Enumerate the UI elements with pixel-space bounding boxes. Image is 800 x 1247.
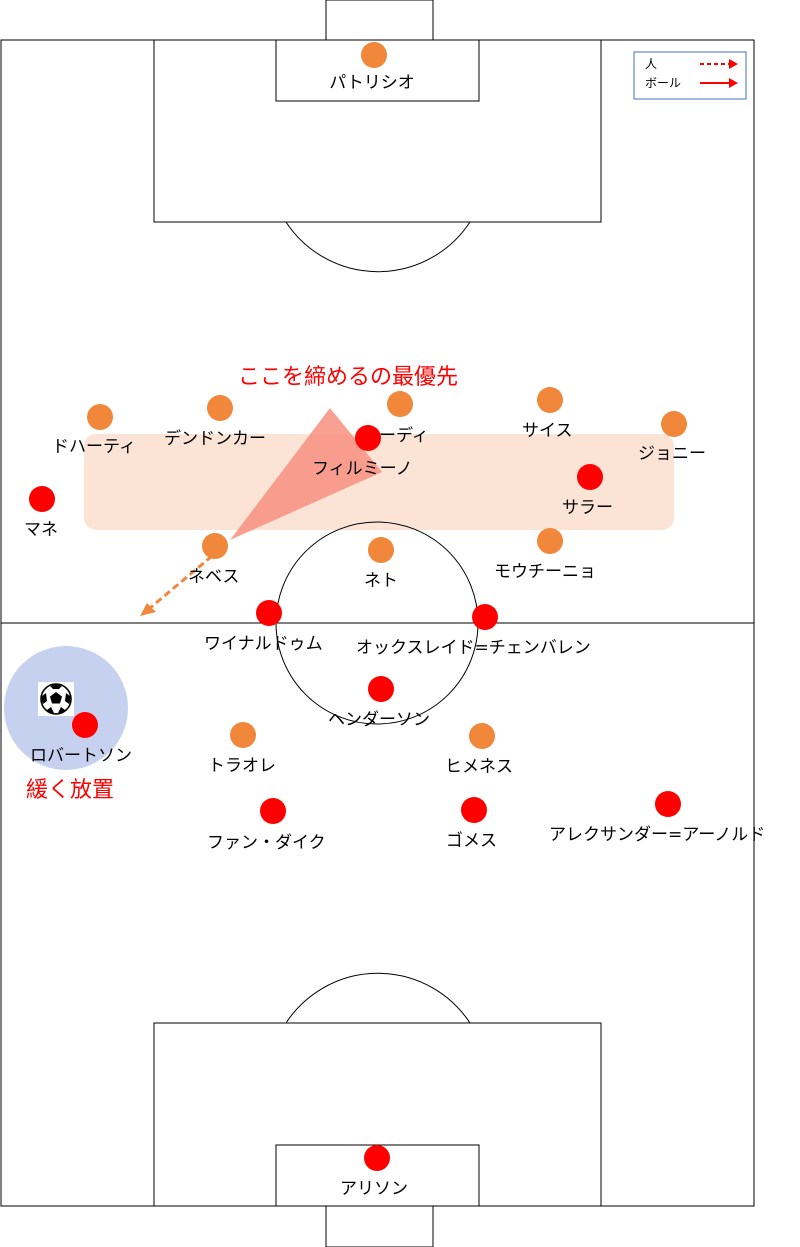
player-marker-moutinho <box>537 528 563 554</box>
player-marker-alisson <box>364 1145 390 1171</box>
note-annotation: 緩く放置 <box>26 778 114 803</box>
legend-person-arrowhead <box>729 59 738 69</box>
legend-box <box>633 51 747 100</box>
movement-arrow-head <box>140 603 156 616</box>
bottom-goal <box>325 1205 434 1247</box>
headline-annotation: ここを締めるの最優先 <box>238 365 458 390</box>
player-marker-robertson <box>72 712 98 738</box>
player-label-patricio: パトリシオ <box>329 73 415 93</box>
player-label-mane: マネ <box>24 520 58 540</box>
player-marker-traore <box>230 722 256 748</box>
player-label-jimenez: ヒメネス <box>445 757 513 777</box>
player-marker-gomez <box>461 797 487 823</box>
player-label-vandijk: ファン・ダイク <box>207 833 326 853</box>
bottom-penalty-arc <box>285 972 471 1024</box>
player-marker-mane <box>29 486 55 512</box>
player-label-moutinho: モウチーニョ <box>494 562 596 582</box>
soccer-ball-left-patch <box>41 693 47 704</box>
legend-ball-label: ボール <box>645 76 681 90</box>
player-label-firmino: フィルミーノ <box>312 459 413 479</box>
pressing-cone <box>230 408 382 540</box>
player-marker-vandijk <box>260 798 286 824</box>
highlight-zone <box>84 434 674 530</box>
player-marker-wijnaldum <box>256 600 282 626</box>
player-label-doherty: ドハーティ <box>52 437 136 457</box>
player-marker-coady <box>387 391 413 417</box>
player-label-alexander: アレクサンダー=アーノルド <box>549 825 765 845</box>
player-marker-oxlade <box>472 604 498 630</box>
legend-person-label: 人 <box>645 57 657 71</box>
soccer-ball-center-patch <box>50 692 62 704</box>
players-layer: パトリシオドハーティデンドンカーコーディサイスジョニーネベスネトモウチーニョトラ… <box>24 42 765 1199</box>
player-marker-henderson <box>368 676 394 702</box>
player-label-alisson: アリソン <box>340 1179 408 1199</box>
player-marker-neto <box>368 537 394 563</box>
player-marker-firmino <box>355 425 381 451</box>
player-markers <box>29 42 687 1171</box>
player-label-robertson: ロバートソン <box>30 746 132 766</box>
player-label-salah: サラー <box>562 498 613 518</box>
player-label-dendoncker: デンドンカー <box>164 428 266 449</box>
movement-arrow-line <box>149 554 213 610</box>
player-label-wijnaldum: ワイナルドゥム <box>204 634 323 654</box>
player-marker-salah <box>577 464 603 490</box>
player-label-saiss: サイス <box>522 421 573 441</box>
movement-arrow <box>140 554 213 616</box>
player-marker-neves <box>202 533 228 559</box>
legend-ball-arrowhead <box>729 78 738 88</box>
top-goal <box>325 0 434 41</box>
top-penalty-arc <box>285 221 471 273</box>
player-marker-alexander <box>655 791 681 817</box>
player-label-jonny: ジョニー <box>638 444 706 464</box>
player-labels: パトリシオドハーティデンドンカーコーディサイスジョニーネベスネトモウチーニョトラ… <box>24 73 765 1199</box>
player-marker-doherty <box>87 404 113 430</box>
soccer-ball-bottom-left-patch <box>47 707 54 713</box>
player-label-oxlade: オックスレイド=チェンバレン <box>356 638 591 658</box>
player-marker-jimenez <box>469 723 495 749</box>
soccer-ball-bottom-right-patch <box>58 707 65 713</box>
player-label-neto: ネト <box>364 571 398 591</box>
player-label-gomez: ゴメス <box>446 830 497 851</box>
player-marker-saiss <box>537 387 563 413</box>
player-marker-patricio <box>361 42 387 68</box>
legend: 人 ボール <box>633 51 747 100</box>
player-label-henderson: ヘンダーソン <box>328 710 430 730</box>
player-marker-dendoncker <box>207 395 233 421</box>
player-label-traore: トラオレ <box>208 756 276 776</box>
player-label-neves: ネベス <box>188 567 239 587</box>
soccer-ball-icon <box>38 682 74 716</box>
pitch-markings <box>0 0 755 1247</box>
player-marker-jonny <box>661 411 687 437</box>
soccer-ball-top-patch <box>50 684 62 689</box>
soccer-ball-right-patch <box>65 693 71 704</box>
